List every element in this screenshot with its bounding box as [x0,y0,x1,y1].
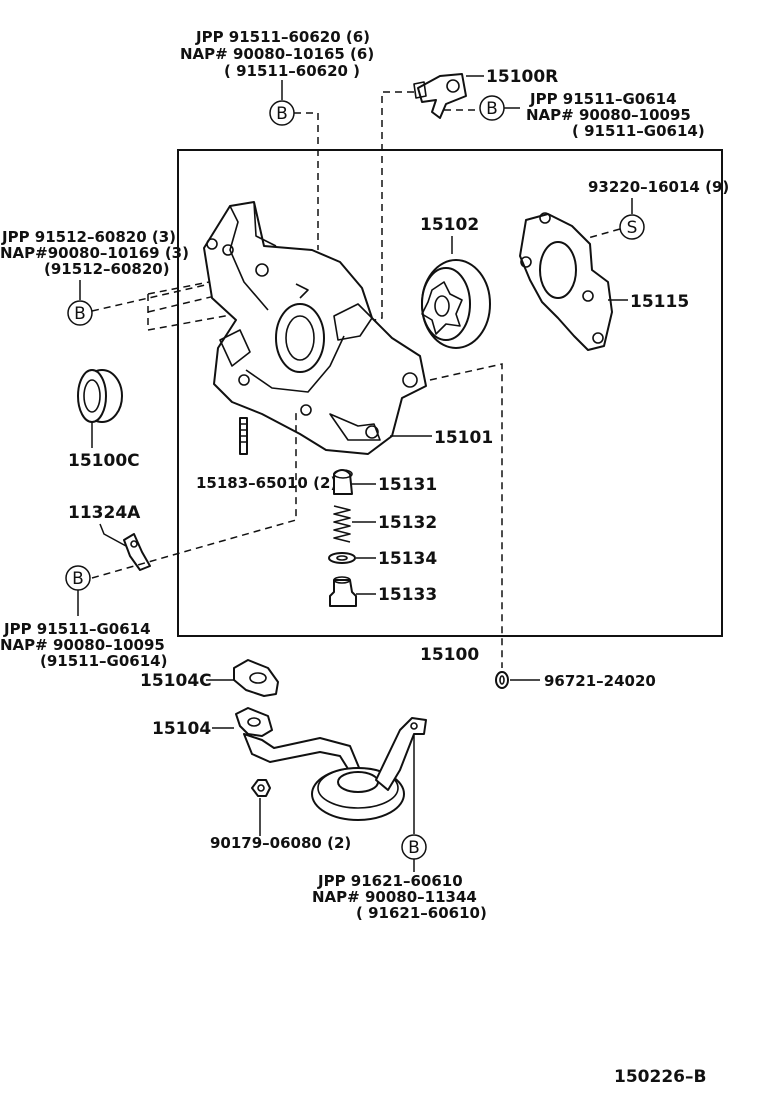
part-label-15133: 15133 [378,585,437,605]
part-label-15134: 15134 [378,549,437,569]
bolt-symbol: B [401,834,427,860]
part-label-15115: 15115 [630,292,689,312]
relief-washer[interactable] [328,552,356,564]
part-label-15101: 15101 [434,428,493,448]
part-label-15100R: 15100R [486,67,558,87]
oil-pump-body[interactable] [203,201,427,455]
bolt-symbol: B [65,565,91,591]
bracket[interactable] [123,533,151,571]
bolt-symbol: B [479,95,505,121]
svg-text:B: B [72,569,84,589]
bolt-symbol: B [67,300,93,326]
svg-text:B: B [408,838,420,858]
relief-spring[interactable] [333,505,351,543]
oil-strainer[interactable] [235,707,427,821]
callout-line: JPP 91511–60620 (6) [195,28,370,46]
relief-valve[interactable] [333,469,353,495]
callout-line: NAP# 90080–10095 [0,636,165,654]
pump-plate[interactable] [519,212,613,351]
svg-text:B: B [74,304,86,324]
part-label-15131: 15131 [378,475,437,495]
part-label-15102: 15102 [420,215,479,235]
callout-bolt-strainer: JPP 91621–60610 NAP# 90080–11344 ( 91621… [312,872,487,922]
svg-text:B: B [276,104,288,124]
callout-line: ( 91511–G0614) [572,122,705,140]
part-label-screw: 93220–16014 (9) [588,178,729,196]
callout-line: JPP 91511–G0614 [3,620,151,638]
callout-line: NAP#90080–10169 (3) [0,244,189,262]
part-label-15132: 15132 [378,513,437,533]
nut[interactable] [251,779,271,797]
part-label-15104: 15104 [152,719,211,739]
part-label-15100: 15100 [420,645,479,665]
pump-rotor-set[interactable] [421,259,491,349]
callout-line: NAP# 90080–10165 (6) [180,45,374,63]
callout-bolt-top: JPP 91511–60620 (6) NAP# 90080–10165 (6)… [180,28,374,250]
part-label-o-ring: 96721–24020 [544,672,656,690]
stud[interactable] [239,417,248,455]
callout-bolt-sensor: JPP 91511–G0614 NAP# 90080–10095 ( 91511… [526,90,705,140]
part-label-nut: 90179–06080 (2) [210,834,351,852]
callout-line: (91512–60820) [44,260,170,278]
callout-line: (91511–G0614) [40,652,167,670]
o-ring[interactable] [495,671,509,689]
part-label-15104C: 15104C [140,671,212,691]
callout-line: NAP# 90080–10095 [526,106,691,124]
svg-text:B: B [486,99,498,119]
part-label-stud: 15183–65010 (2) [196,474,337,492]
svg-text:S: S [627,218,638,238]
bolt-symbol: B [269,100,295,126]
callout-line: ( 91621–60610) [356,904,487,922]
callout-bolt-bracket: JPP 91511–G0614 NAP# 90080–10095 (91511–… [0,620,167,670]
relief-plug[interactable] [329,576,357,607]
callout-line: JPP 91621–60610 [317,872,463,890]
assembly-frame [177,149,723,637]
callout-line: JPP 91512–60820 (3) [1,228,176,246]
part-label-15100C: 15100C [68,451,140,471]
gasket[interactable] [233,659,279,697]
callout-line: ( 91511–60620 ) [224,62,360,80]
screw-symbol: S [619,214,645,240]
callout-line: JPP 91511–G0614 [529,90,677,108]
callout-bolt-left: JPP 91512–60820 (3) NAP#90080–10169 (3) … [0,228,189,278]
part-label-11324A: 11324A [68,503,141,523]
oil-seal[interactable] [77,369,123,423]
crankshaft-position-sensor[interactable] [413,73,467,119]
diagram-id: 150226–B [614,1067,706,1087]
callout-line: NAP# 90080–11344 [312,888,477,906]
